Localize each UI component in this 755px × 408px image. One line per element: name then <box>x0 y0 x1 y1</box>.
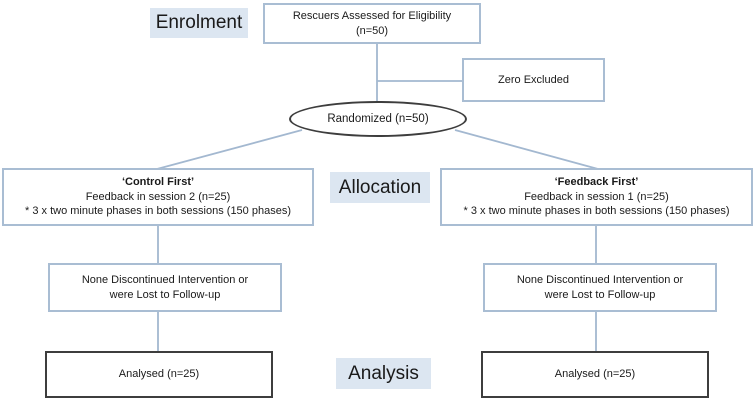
analysed-right-box: Analysed (n=25) <box>481 351 709 398</box>
feedback-first-title: ‘Feedback First’ <box>554 176 639 189</box>
eligibility-line1: Rescuers Assessed for Eligibility <box>292 9 452 22</box>
control-first-title: ‘Control First’ <box>121 176 195 189</box>
control-first-line3: * 3 x two minute phases in both sessions… <box>25 205 291 218</box>
analysed-left-box: Analysed (n=25) <box>45 351 273 398</box>
eligibility-box: Rescuers Assessed for Eligibility (n=50) <box>263 3 481 44</box>
control-first-box: ‘Control First’ Feedback in session 2 (n… <box>2 168 314 226</box>
connector-randomized-to-control <box>156 129 303 170</box>
followup-right-line2: were Lost to Follow-up <box>544 288 656 301</box>
zero-excluded-box: Zero Excluded <box>462 58 605 102</box>
feedback-first-line2: Feedback in session 1 (n=25) <box>524 190 669 203</box>
feedback-first-line3: * 3 x two minute phases in both sessions… <box>463 205 730 218</box>
analysed-left-text: Analysed (n=25) <box>118 368 200 381</box>
feedback-first-box: ‘Feedback First’ Feedback in session 1 (… <box>440 168 753 226</box>
followup-left-line1: None Discontinued Intervention or <box>81 273 249 286</box>
stage-label-analysis: Analysis <box>336 358 431 389</box>
eligibility-line2: (n=50) <box>355 24 389 37</box>
control-first-line2: Feedback in session 2 (n=25) <box>85 190 231 203</box>
stage-label-allocation: Allocation <box>330 172 430 203</box>
followup-left-line2: were Lost to Follow-up <box>109 288 221 301</box>
connector-randomized-to-feedback <box>454 129 599 170</box>
followup-right-box: None Discontinued Intervention or were L… <box>483 263 717 312</box>
followup-left-box: None Discontinued Intervention or were L… <box>48 263 282 312</box>
followup-right-line1: None Discontinued Intervention or <box>516 273 684 286</box>
zero-excluded-text: Zero Excluded <box>498 73 569 86</box>
randomized-ellipse: Randomized (n=50) <box>289 101 467 137</box>
analysed-right-text: Analysed (n=25) <box>554 368 636 381</box>
stage-label-enrolment: Enrolment <box>150 8 248 38</box>
randomized-text: Randomized (n=50) <box>327 113 429 125</box>
